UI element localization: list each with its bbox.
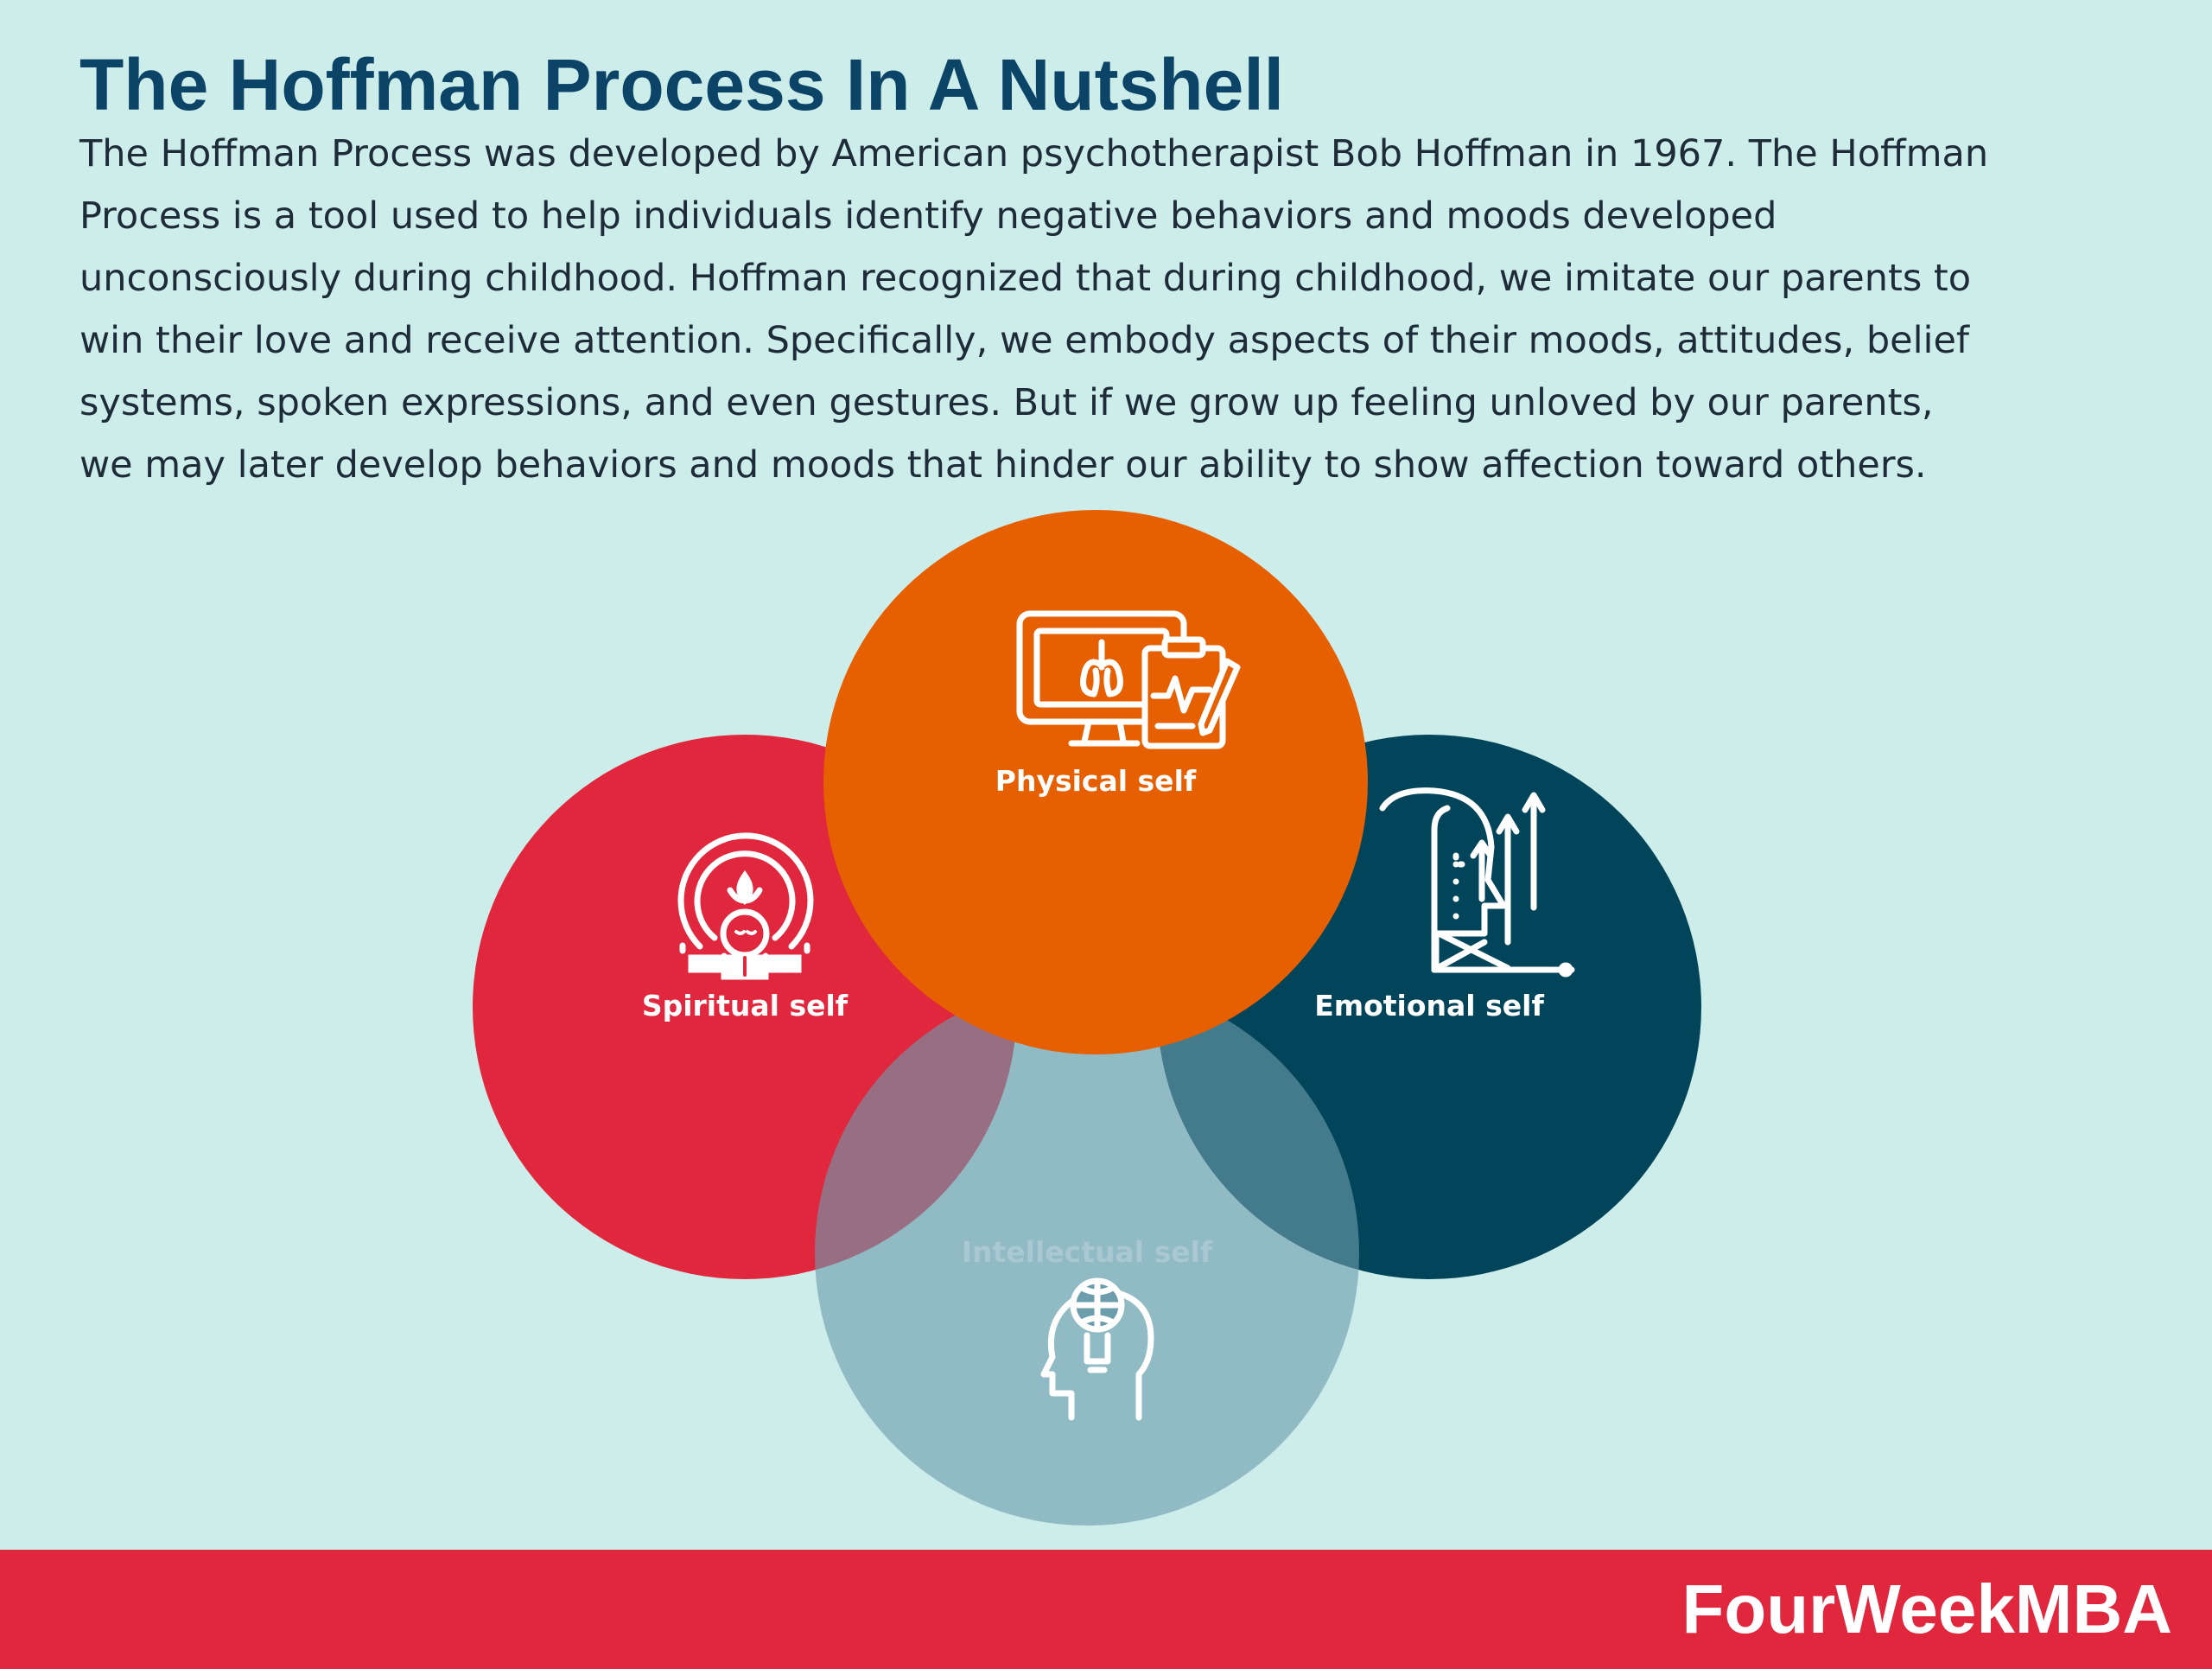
physical-self-label: Physical self	[995, 764, 1197, 798]
intellectual-circle	[815, 981, 1359, 1526]
head-growth-arrows-icon	[1379, 787, 1576, 978]
intro-paragraph: The Hoffman Process was developed by Ame…	[79, 132, 1989, 487]
footer-bar: FourWeekMBA	[0, 1550, 2212, 1669]
emotional-self-label: Emotional self	[1314, 989, 1544, 1022]
brand-logo: FourWeekMBA	[1681, 1570, 2172, 1647]
page-title: The Hoffman Process In A Nutshell	[79, 44, 1284, 125]
physical-circle	[823, 510, 1368, 1054]
intellectual-self-label: Intellectual self	[962, 1235, 1213, 1269]
spiritual-self-label: Spiritual self	[642, 989, 849, 1022]
meditation-icon	[677, 832, 814, 980]
medical-monitor-icon	[1016, 610, 1241, 749]
head-globe-bulb-icon	[1040, 1277, 1154, 1421]
